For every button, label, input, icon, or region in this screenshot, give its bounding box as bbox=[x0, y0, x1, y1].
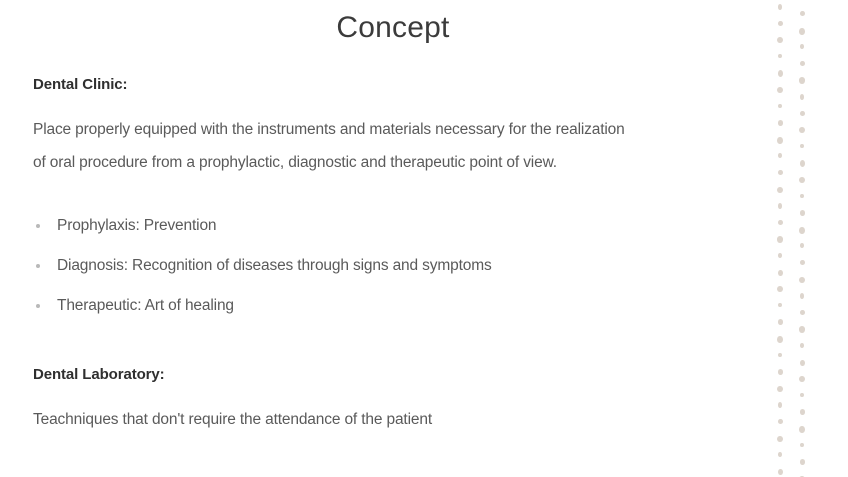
decorative-dot bbox=[777, 269, 783, 277]
decorative-dot bbox=[777, 319, 783, 325]
decorative-dot bbox=[799, 60, 805, 67]
bullet-list: Prophylaxis: Prevention Diagnosis: Recog… bbox=[33, 206, 748, 326]
list-item-label: Prophylaxis: Prevention bbox=[57, 217, 217, 234]
decorative-dot bbox=[799, 193, 805, 199]
decorative-dot bbox=[777, 186, 783, 193]
decorative-dot bbox=[777, 302, 783, 308]
list-item: Diagnosis: Recognition of diseases throu… bbox=[33, 246, 748, 286]
decorative-dot bbox=[777, 53, 783, 59]
decorative-dot bbox=[799, 77, 805, 84]
decorative-dot bbox=[799, 44, 805, 49]
spacer bbox=[33, 96, 748, 113]
decorative-dot bbox=[777, 336, 783, 344]
decorative-dot bbox=[799, 260, 805, 266]
decorative-dot bbox=[777, 286, 783, 293]
decorative-dot bbox=[799, 127, 805, 134]
list-item: Prophylaxis: Prevention bbox=[33, 206, 748, 246]
dotted-column-pattern-decoration bbox=[770, 0, 848, 477]
decorative-dot bbox=[777, 170, 783, 176]
decorative-dot bbox=[799, 426, 805, 434]
decorative-dot bbox=[777, 153, 783, 158]
spacer bbox=[33, 326, 748, 364]
decorative-dot bbox=[799, 326, 805, 333]
decorative-dot bbox=[777, 452, 783, 457]
list-item-label: Diagnosis: Recognition of diseases throu… bbox=[57, 257, 492, 274]
spacer bbox=[33, 179, 748, 206]
decorative-dot bbox=[799, 27, 805, 35]
decorative-dot bbox=[777, 253, 783, 258]
decorative-dot bbox=[799, 143, 805, 149]
decorative-dot bbox=[799, 409, 805, 415]
decorative-dot bbox=[799, 226, 805, 235]
decorative-dot bbox=[777, 402, 783, 409]
decorative-dot bbox=[777, 419, 783, 425]
decorative-dot bbox=[777, 87, 783, 94]
decorative-dot bbox=[777, 369, 783, 375]
decorative-dot bbox=[799, 243, 805, 248]
decorative-dot bbox=[799, 11, 805, 17]
decorative-dot bbox=[799, 392, 805, 398]
list-item-label: Therapeutic: Art of healing bbox=[57, 297, 234, 314]
section-heading-dental-clinic: Dental Clinic: bbox=[33, 76, 128, 93]
slide-body: Dental Clinic: Place properly equipped w… bbox=[33, 74, 748, 436]
decorative-dot bbox=[777, 203, 783, 209]
decorative-dot bbox=[799, 459, 805, 465]
decorative-dot bbox=[777, 435, 783, 442]
decorative-dot bbox=[799, 160, 805, 167]
decorative-dot bbox=[799, 343, 805, 348]
decorative-dot bbox=[799, 293, 805, 299]
decorative-dot bbox=[799, 276, 805, 283]
decorative-dot bbox=[777, 120, 783, 126]
decorative-dot bbox=[777, 70, 783, 77]
spacer bbox=[33, 386, 748, 403]
decorative-dot bbox=[777, 103, 783, 109]
list-item: Therapeutic: Art of healing bbox=[33, 286, 748, 326]
decorative-dot bbox=[777, 352, 783, 358]
decorative-dot bbox=[777, 219, 783, 226]
paragraph-line-clinic-1: Place properly equipped with the instrum… bbox=[33, 121, 625, 138]
decorative-dot bbox=[777, 385, 783, 392]
decorative-dot bbox=[799, 376, 805, 383]
bullet-dot-icon bbox=[36, 304, 40, 308]
decorative-dot bbox=[777, 236, 783, 243]
paragraph-line-laboratory-1: Teachniques that don't require the atten… bbox=[33, 411, 432, 428]
decorative-dot bbox=[799, 359, 805, 367]
bullet-dot-icon bbox=[36, 264, 40, 268]
decorative-dot bbox=[799, 210, 805, 216]
decorative-dot bbox=[799, 309, 805, 316]
decorative-dot bbox=[799, 177, 805, 184]
decorative-dot bbox=[799, 442, 805, 448]
decorative-dot bbox=[777, 136, 783, 145]
section-heading-dental-laboratory: Dental Laboratory: bbox=[33, 366, 165, 383]
paragraph-line-clinic-2: of oral procedure from a prophylactic, d… bbox=[33, 154, 557, 171]
decorative-dot bbox=[799, 110, 805, 116]
decorative-dot bbox=[777, 468, 783, 476]
bullet-dot-icon bbox=[36, 224, 40, 228]
page-title: Concept bbox=[336, 11, 450, 44]
decorative-dot bbox=[799, 94, 805, 100]
